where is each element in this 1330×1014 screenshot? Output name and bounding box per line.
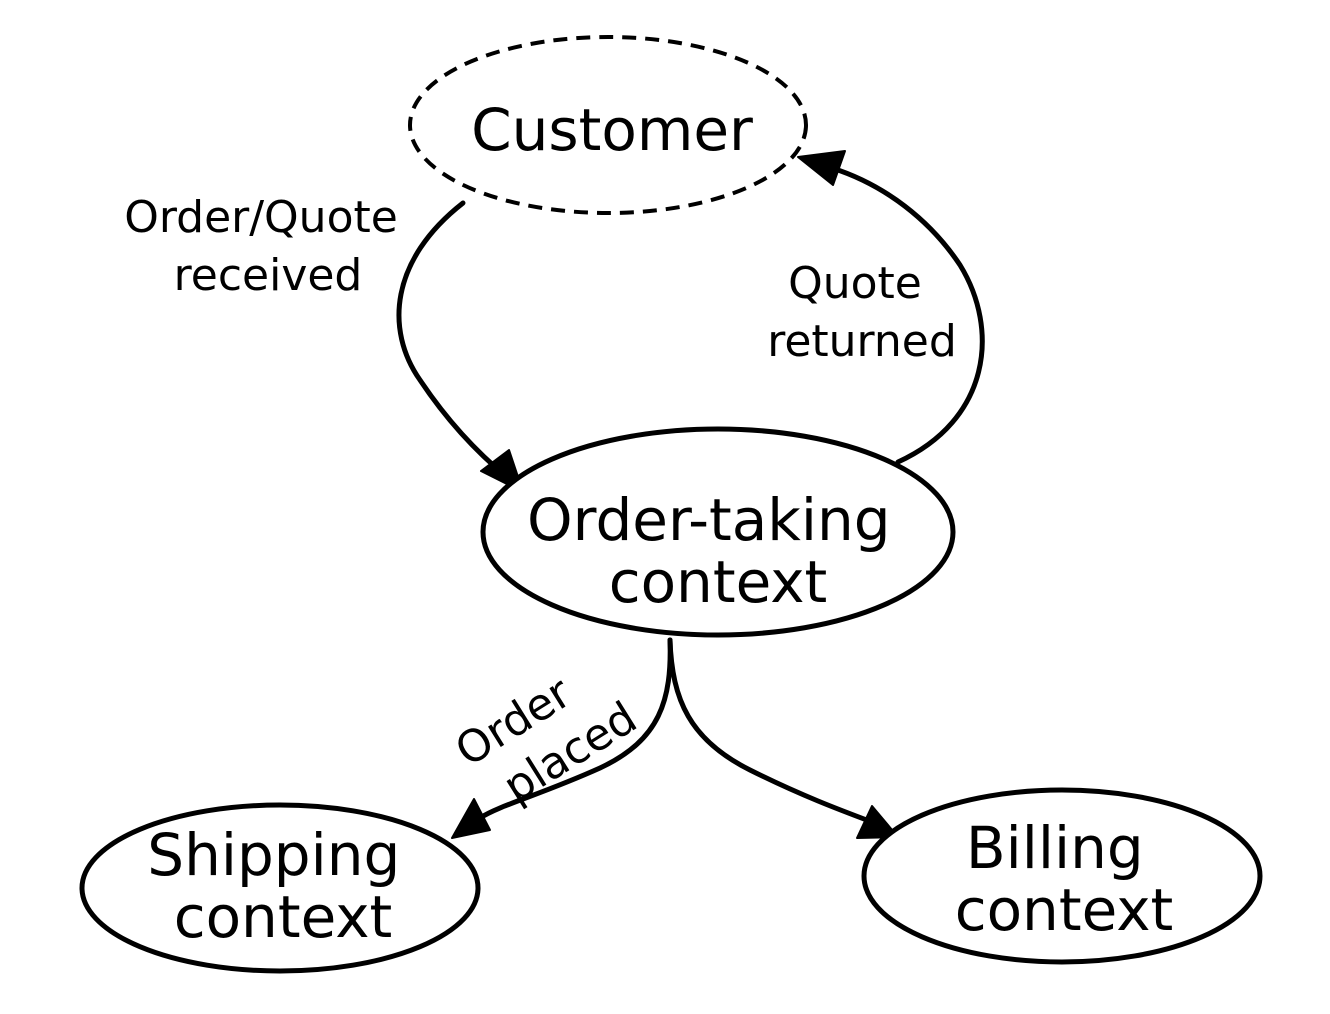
- arrow-head-to-billing: [856, 805, 899, 839]
- node-shipping-context: Shipping context: [79, 802, 481, 974]
- node-order-taking-label: Order-taking context: [527, 486, 909, 616]
- edge-label-order-placed: Order placed: [447, 645, 646, 825]
- node-customer-label: Customer: [471, 96, 753, 164]
- node-customer: Customer: [408, 35, 808, 215]
- node-order-taking-context: Order-taking context: [480, 426, 956, 638]
- edge-line-order-quote-received: [396, 200, 511, 481]
- node-billing-context: Billing context: [861, 787, 1263, 965]
- edge-label-quote-returned: Quote returned: [767, 258, 957, 367]
- edge-line-quote-returned: [829, 165, 985, 465]
- node-shipping-shape: [79, 802, 481, 974]
- edge-label-order-quote-received: Order/Quote received: [124, 192, 412, 301]
- node-order-taking-shape: [480, 426, 956, 638]
- edge-order-taking-to-shipping: [451, 637, 673, 839]
- node-shipping-label: Shipping context: [147, 821, 418, 951]
- edge-order-taking-to-billing: [667, 637, 899, 839]
- arrow-head-order-placed: [451, 798, 491, 839]
- edge-order-taking-to-customer: [797, 150, 985, 465]
- edge-line-to-billing: [667, 637, 875, 825]
- node-billing-label: Billing context: [955, 814, 1174, 944]
- node-customer-shape: [408, 35, 808, 215]
- edge-customer-to-order-taking: [396, 200, 524, 493]
- arrow-head-quote-returned: [797, 150, 846, 186]
- node-billing-shape: [861, 787, 1263, 965]
- edge-line-order-placed: [477, 637, 673, 821]
